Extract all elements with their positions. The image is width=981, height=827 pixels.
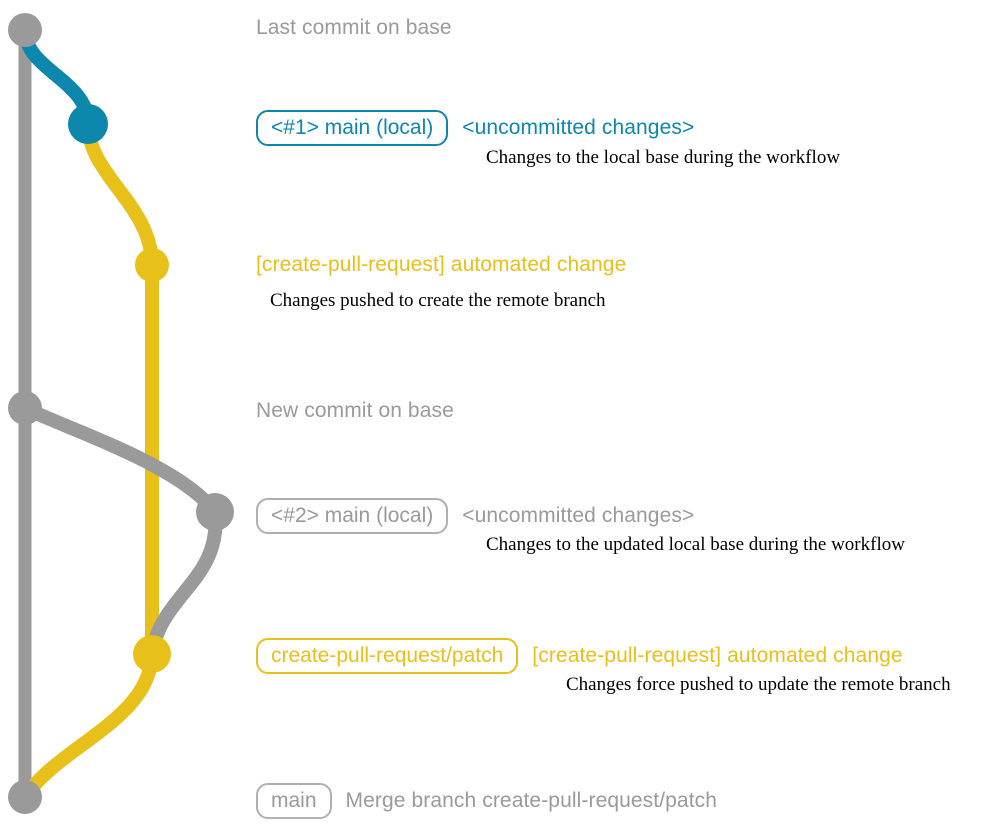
commit-subline-local-1: Changes to the local base during the wor…: [486, 147, 841, 168]
commit-caption: Last commit on base: [256, 16, 452, 39]
edge-local-1-to-remote-1: [81, 117, 159, 272]
commit-subline-local-2: Changes to the updated local base during…: [486, 534, 905, 555]
row-local-commit-2: <#2> main (local) <uncommitted changes>: [256, 498, 694, 534]
branch-badge-local-2[interactable]: <#2> main (local): [256, 498, 449, 534]
edge-base-new-to-local-2: [18, 401, 222, 519]
branch-badge-local-1[interactable]: <#1> main (local): [256, 110, 449, 146]
commit-node-base-new: [8, 391, 42, 425]
commit-headline-local-2: <uncommitted changes>: [462, 504, 695, 527]
row-local-commit-1: <#1> main (local) <uncommitted changes>: [256, 110, 694, 146]
commit-headline-local-1: <uncommitted changes>: [462, 116, 695, 139]
branch-badge-remote-2[interactable]: create-pull-request/patch: [256, 638, 519, 674]
commit-headline-merge: Merge branch create-pull-request/patch: [345, 789, 718, 812]
commit-node-base-merge: [8, 780, 42, 814]
branch-badge-main[interactable]: main: [256, 783, 332, 819]
commit-node-remote-1: [135, 248, 169, 282]
row-merge-commit: main Merge branch create-pull-request/pa…: [256, 783, 717, 819]
commit-node-remote-2: [133, 635, 171, 673]
commit-subline-remote-2: Changes force pushed to update the remot…: [566, 674, 951, 695]
commit-node-local-1: [68, 104, 108, 144]
commit-node-base-last: [8, 13, 42, 47]
row-last-commit-on-base: Last commit on base: [256, 16, 452, 40]
commit-caption: New commit on base: [256, 399, 454, 422]
row-new-commit-on-base: New commit on base: [256, 399, 454, 423]
commit-headline-remote-2: [create-pull-request] automated change: [532, 644, 903, 667]
edge-local-2-to-remote-2: [145, 505, 223, 661]
row-remote-commit-2: create-pull-request/patch [create-pull-r…: [256, 638, 903, 674]
row-remote-commit-1: [create-pull-request] automated change: [256, 254, 626, 275]
commit-headline-remote-1: [create-pull-request] automated change: [256, 253, 627, 276]
commit-node-local-2: [196, 493, 234, 531]
edge-remote-2-to-merge: [18, 647, 159, 804]
commit-subline-remote-1: Changes pushed to create the remote bran…: [270, 290, 606, 311]
